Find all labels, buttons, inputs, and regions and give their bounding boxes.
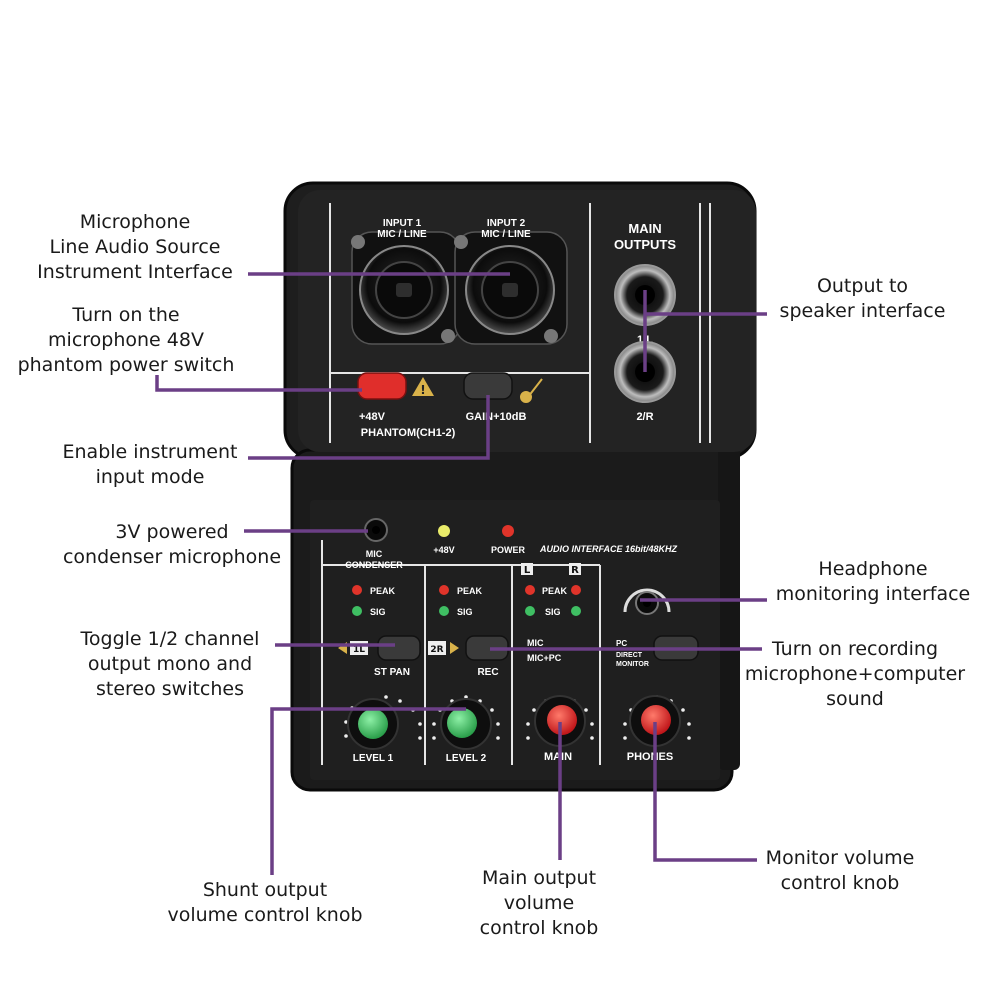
- mic-condenser-label-2: CONDENSER: [345, 560, 403, 570]
- input-2-sub-label: MIC / LINE: [481, 229, 531, 240]
- main-peak-label: PEAK: [542, 586, 568, 596]
- callout-mono-stereo: Toggle 1/2 channel output mono and stere…: [80, 628, 260, 700]
- callout-shunt: Shunt output volume control knob: [167, 879, 363, 926]
- callout-headphone: Headphone monitoring interface: [775, 558, 971, 605]
- ch2-sig-label: SIG: [457, 607, 473, 617]
- led-power-label: POWER: [491, 545, 526, 555]
- main-r-label: R: [571, 565, 579, 576]
- st-pan-label: ST PAN: [374, 667, 410, 678]
- gain-label: GAIN+10dB: [466, 411, 527, 423]
- ch2-sig-led: [439, 606, 449, 616]
- level-1-knob[interactable]: [347, 698, 399, 750]
- main-r-tag: [569, 563, 581, 575]
- main-r-peak-led: [571, 585, 581, 595]
- mic-condenser-label-1: MIC: [366, 549, 383, 559]
- leader-instrument: [248, 395, 490, 460]
- rec-right-arrow-icon: [450, 642, 459, 654]
- main-knob-label: MAIN: [544, 751, 572, 763]
- callout-inputs: Microphone Line Audio Source Instrument …: [37, 211, 233, 283]
- rec-mic-pc-label: MIC+PC: [527, 653, 562, 663]
- main-l-peak-led: [525, 585, 535, 595]
- pc-label: PC: [616, 639, 627, 648]
- input-1-sub-label: MIC / LINE: [377, 229, 427, 240]
- guitar-icon: [520, 378, 543, 403]
- panel-dividers: [321, 203, 711, 765]
- output-2r-label: 2/R: [636, 411, 653, 423]
- callout-monitor-knob: Monitor volume control knob: [765, 847, 915, 894]
- input-1-xlr-combo-jack[interactable]: [351, 231, 461, 345]
- level-1-label: LEVEL 1: [353, 753, 394, 764]
- main-l-tag: [521, 563, 533, 575]
- input-2-xlr-combo-jack[interactable]: [454, 231, 568, 345]
- phones-knob-label: PHONES: [627, 751, 673, 763]
- tag-2r: [428, 641, 446, 655]
- headphone-jack[interactable]: [623, 588, 671, 615]
- main-outputs-label-1: MAIN: [628, 221, 661, 236]
- input-1-label: INPUT 1: [383, 218, 422, 229]
- callout-instrument: Enable instrument input mode: [62, 441, 238, 488]
- main-l-label: L: [524, 565, 531, 576]
- main-knob[interactable]: [534, 695, 586, 747]
- callout-condenser: 3V powered condenser microphone: [62, 521, 282, 568]
- leader-shunt: [270, 707, 466, 875]
- led-48v: [438, 525, 450, 537]
- rec-mic-label: MIC: [527, 638, 544, 648]
- mic-condenser-jack[interactable]: [364, 518, 388, 542]
- tag-2r-label: 2R: [430, 645, 443, 655]
- phantom-48v-label: +48V: [359, 411, 386, 423]
- ch1-peak-label: PEAK: [370, 586, 396, 596]
- callout-main-knob: Main output volume control knob: [479, 867, 599, 939]
- warning-icon: [412, 377, 434, 396]
- tag-1l-label: 1L: [353, 645, 365, 655]
- ch1-sig-led: [352, 606, 362, 616]
- level-2-knob[interactable]: [440, 698, 492, 750]
- ch1-peak-led: [352, 585, 362, 595]
- main-l-sig-led: [525, 606, 535, 616]
- phones-knob[interactable]: [629, 695, 681, 747]
- ch2-peak-led: [439, 585, 449, 595]
- rec-label: REC: [477, 667, 498, 678]
- level-2-label: LEVEL 2: [446, 753, 487, 764]
- ch2-peak-label: PEAK: [457, 586, 483, 596]
- model-text: AUDIO INTERFACE 16bit/48KHZ: [539, 544, 678, 554]
- main-r-sig-led: [571, 606, 581, 616]
- leader-monitor-knob: [653, 722, 757, 862]
- led-48v-label: +48V: [433, 545, 454, 555]
- led-power: [502, 525, 514, 537]
- callout-outputs: Output to speaker interface: [779, 275, 946, 322]
- leader-phantom: [155, 375, 362, 392]
- direct-monitor-label-2: MONITOR: [616, 661, 649, 668]
- main-outputs-label-2: OUTPUTS: [614, 237, 676, 252]
- callout-recording: Turn on recording microphone+computer so…: [744, 638, 966, 710]
- phantom-power-switch[interactable]: [357, 372, 407, 400]
- leader-lines: [155, 272, 767, 875]
- warning-icon-mark: !: [420, 383, 425, 397]
- direct-monitor-label-1: DIRECT: [616, 652, 643, 659]
- callout-phantom: Turn on the microphone 48V phantom power…: [17, 304, 235, 376]
- main-sig-label: SIG: [545, 607, 561, 617]
- ch1-sig-label: SIG: [370, 607, 386, 617]
- input-2-label: INPUT 2: [487, 218, 526, 229]
- st-pan-switch[interactable]: [377, 635, 421, 661]
- phantom-label: PHANTOM(CH1-2): [361, 427, 456, 439]
